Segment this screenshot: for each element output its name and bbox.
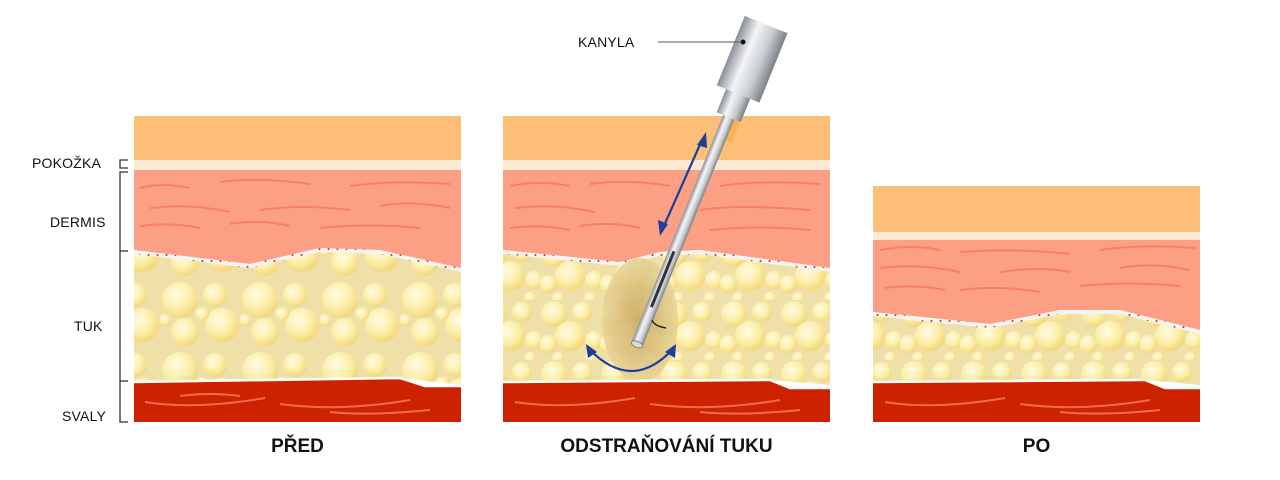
label-dermis: DERMIS: [50, 214, 106, 230]
panel-before: [133, 116, 461, 422]
panel-after: [872, 186, 1200, 422]
epidermis-layer: [134, 116, 461, 160]
caption-after: PO: [1022, 436, 1051, 457]
label-muscle: SVALY: [62, 408, 107, 424]
muscle-layer: [134, 378, 461, 422]
layer-bracket: [119, 159, 128, 423]
label-epidermis: POKOŽKA: [32, 155, 102, 171]
panel-procedure: [502, 15, 830, 422]
fat-layer: [134, 248, 461, 385]
motion-arrows: [586, 132, 707, 372]
caption-procedure: ODSTRAŇOVÁNÍ TUKU: [560, 436, 773, 457]
label-cannula: KANYLA: [578, 34, 635, 50]
caption-before: PŘED: [271, 436, 324, 457]
label-fat: TUK: [74, 318, 103, 334]
cannula: [630, 15, 788, 349]
